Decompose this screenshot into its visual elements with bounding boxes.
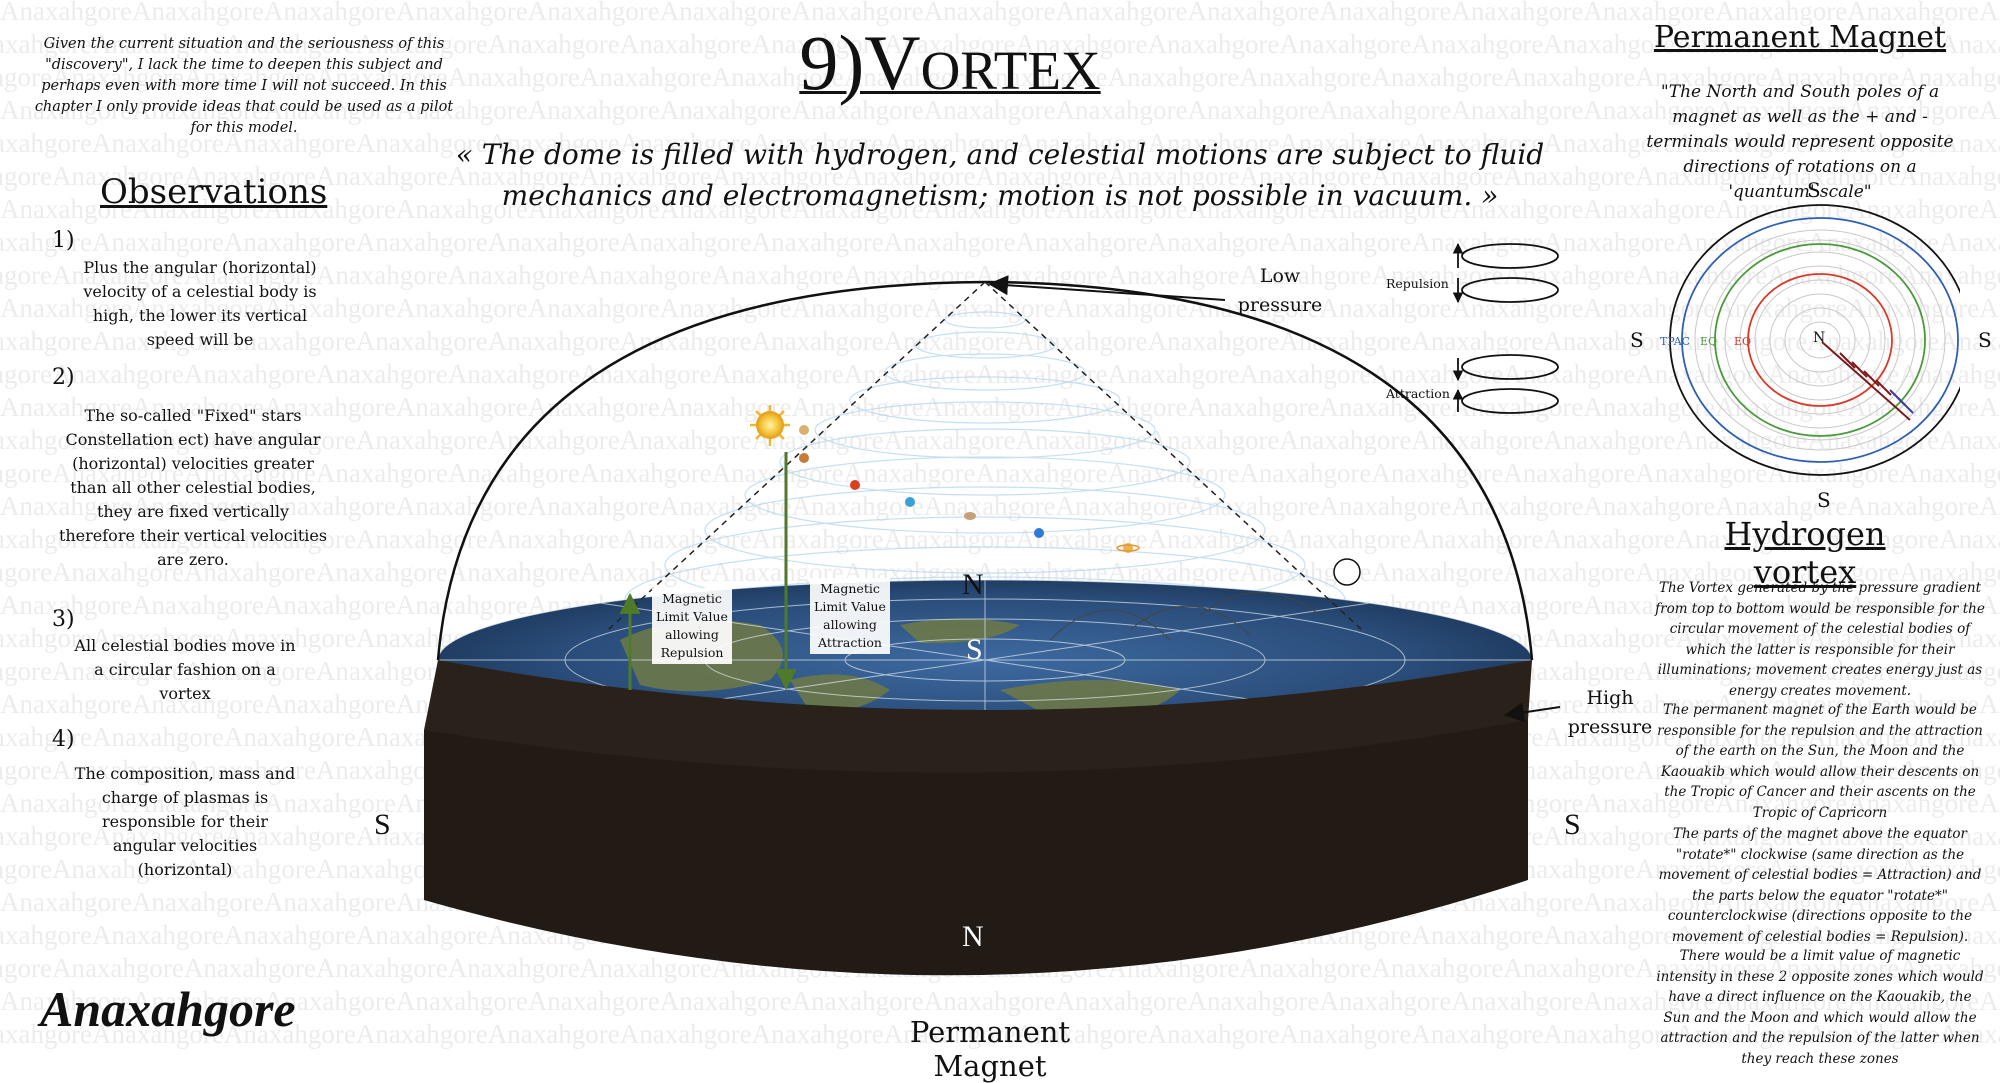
- cone-right: [984, 281, 1363, 631]
- map-eq-red-label: EQ: [1734, 335, 1752, 348]
- observation-number-3: 3): [52, 607, 75, 632]
- planet-dot: [905, 497, 915, 507]
- planet-dot: [964, 512, 976, 520]
- limit-attraction-label: Magnetic Limit Value allowing Attraction: [814, 581, 886, 650]
- hydrogen-vortex-paragraph-2: The permanent magnet of the Earth would …: [1657, 702, 1983, 821]
- pole-n-bottom: N: [962, 920, 984, 953]
- map-tpac-label: TPAC: [1660, 335, 1691, 348]
- planet-dot: [799, 425, 809, 435]
- planet-dot: [799, 453, 809, 463]
- hydrogen-vortex-paragraph-4: There would be a limit value of magnetic…: [1656, 948, 1984, 1067]
- observation-text-3: All celestial bodies move in a circular …: [74, 636, 296, 703]
- low-pressure-arrow: [988, 275, 1226, 301]
- magnet-polar-map: [1669, 204, 1960, 476]
- permanent-magnet-bottom-label: Permanent Magnet: [909, 1015, 1071, 1083]
- dome-quote: « The dome is filled with hydrogen, and …: [455, 138, 1545, 212]
- moon-icon: [1333, 558, 1361, 586]
- disc-base-shadow: [424, 720, 1528, 976]
- pole-s-top: S: [966, 633, 983, 666]
- map-eq-green-label: EQ: [1700, 335, 1718, 348]
- saturn-icon: [1116, 543, 1140, 553]
- planet-dot: [850, 480, 860, 490]
- permanent-magnet-heading: Permanent Magnet: [1653, 20, 1947, 55]
- anaxahgore-logo: Anaxahgore: [40, 981, 296, 1037]
- hydrogen-vortex-paragraph-1: The Vortex generated by the pressure gra…: [1655, 580, 1985, 699]
- pole-s-left: S: [374, 808, 391, 841]
- high-pressure-label: High pressure: [1567, 687, 1653, 738]
- permanent-magnet-quote: "The North and South poles of a magnet a…: [1646, 82, 1954, 202]
- planet-dot: [1034, 528, 1044, 538]
- vortex-dome-diagram: [424, 275, 1561, 976]
- low-pressure-label: Low pressure: [1237, 265, 1323, 316]
- map-n-center: N: [1813, 330, 1826, 346]
- hydrogen-vortex-heading: Hydrogen vortex: [1724, 515, 1886, 591]
- page-title: 9)Vortex: [799, 19, 1101, 106]
- sun-icon: [750, 405, 790, 446]
- attraction-label: Attraction: [1386, 386, 1450, 401]
- pole-n-top: N: [962, 568, 984, 601]
- limit-repulsion-label: Magnetic Limit Value allowing Repulsion: [656, 591, 728, 660]
- intro-text: Given the current situation and the seri…: [34, 36, 454, 136]
- hydrogen-vortex-paragraph-3: The parts of the magnet above the equato…: [1658, 826, 1982, 945]
- moon-trajectory: [1049, 592, 1321, 641]
- repulsion-label: Repulsion: [1386, 276, 1449, 291]
- observation-number-2: 2): [52, 365, 75, 390]
- map-s-left: S: [1630, 328, 1644, 352]
- observation-text-4: The composition, mass and charge of plas…: [74, 764, 296, 879]
- map-s-bottom: S: [1817, 488, 1831, 512]
- high-pressure-arrow: [1504, 702, 1561, 723]
- observation-text-1: Plus the angular (horizontal) velocity o…: [83, 258, 317, 349]
- observations-heading: Observations: [100, 172, 328, 212]
- repulsion-attraction-diagram: [1452, 242, 1559, 414]
- pole-s-right: S: [1564, 808, 1581, 841]
- cone-left: [607, 281, 986, 631]
- observation-number-1: 1): [52, 228, 75, 253]
- observation-text-2: The so-called "Fixed" stars Constellatio…: [58, 406, 328, 569]
- map-s-right: S: [1978, 328, 1992, 352]
- map-s-top: S: [1807, 178, 1821, 202]
- observation-number-4: 4): [52, 727, 75, 752]
